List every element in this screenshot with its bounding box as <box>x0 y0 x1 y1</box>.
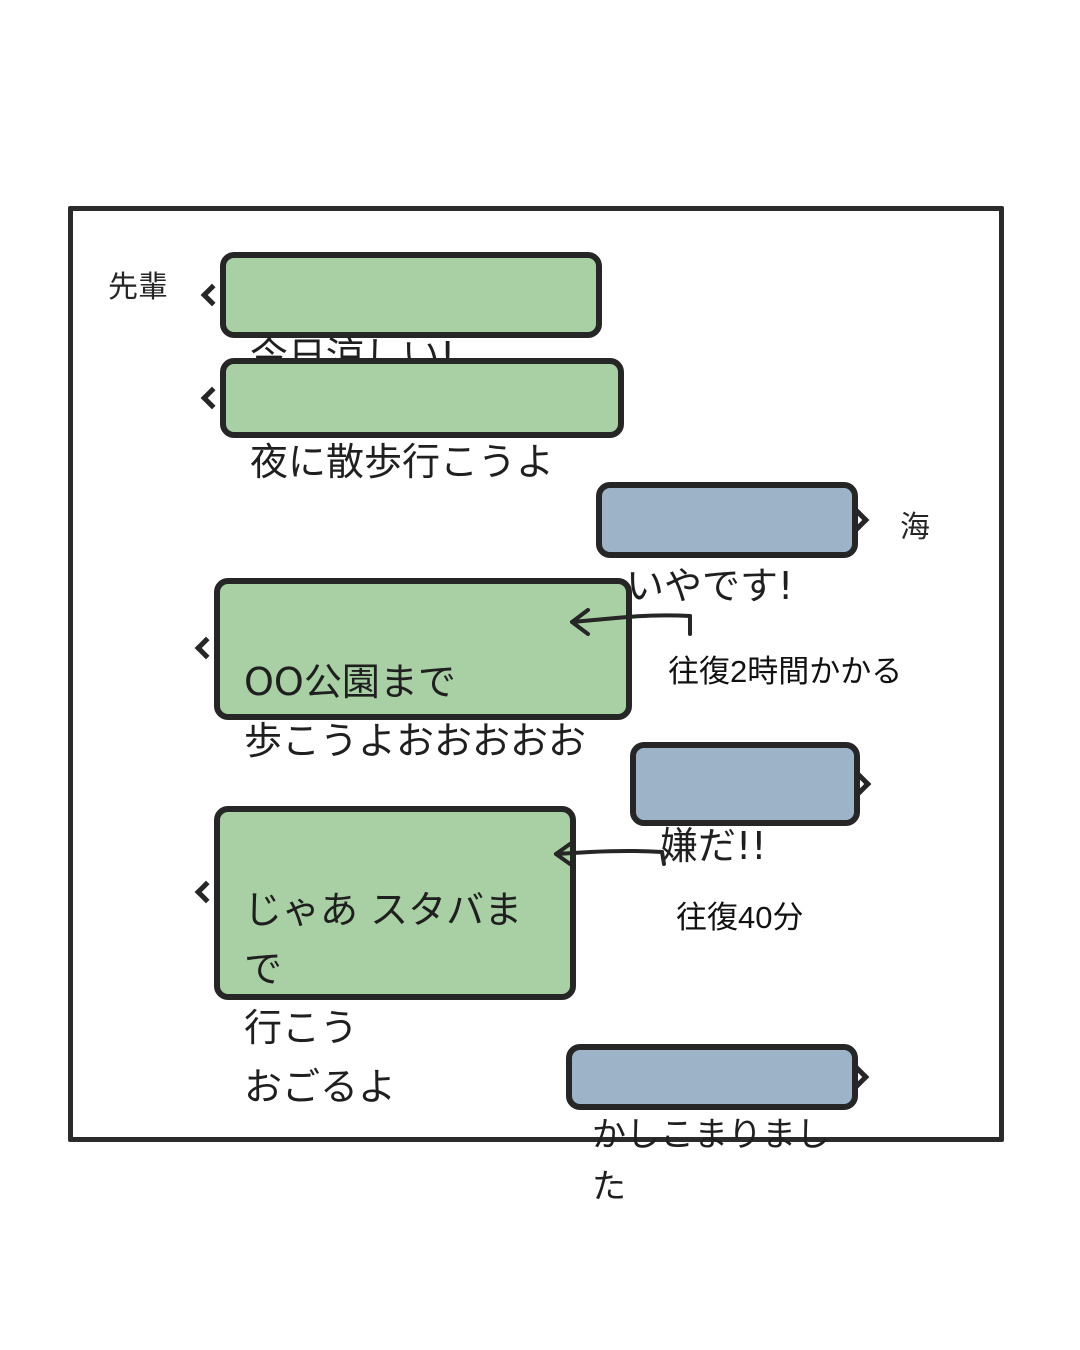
speaker-label-umi: 海 <box>900 510 930 545</box>
message-text: かしこまりました <box>592 1114 830 1208</box>
senpai-message-bubble: 夜に散歩行こうよ <box>220 358 624 484</box>
arrow-icon <box>570 608 692 636</box>
message-text: じゃあ スタバまで 行こう おごるよ <box>244 887 523 1109</box>
annotation-starbucks: 往復40分 <box>676 900 804 935</box>
arrow-icon <box>554 842 666 866</box>
umi-message-bubble: いやです! <box>596 482 858 608</box>
speaker-label-senpai: 先輩 <box>108 270 168 305</box>
message-text: いやです! <box>626 563 794 608</box>
umi-message-bubble: かしこまりました <box>566 1044 858 1207</box>
message-text: 嫌だ!! <box>660 823 767 868</box>
annotation-park: 往復2時間かかる <box>668 654 903 689</box>
message-text: 夜に散歩行こうよ <box>250 439 555 484</box>
senpai-message-bubble: OO公園まで 歩こうよおおおおお <box>214 578 632 763</box>
senpai-message-bubble: 今日涼しい! <box>220 252 602 378</box>
message-text: OO公園まで 歩こうよおおおおお <box>244 659 587 763</box>
comic-panel <box>68 206 1004 1142</box>
senpai-message-bubble: じゃあ スタバまで 行こう おごるよ <box>214 806 576 1109</box>
umi-message-bubble: 嫌だ!! <box>630 742 860 868</box>
